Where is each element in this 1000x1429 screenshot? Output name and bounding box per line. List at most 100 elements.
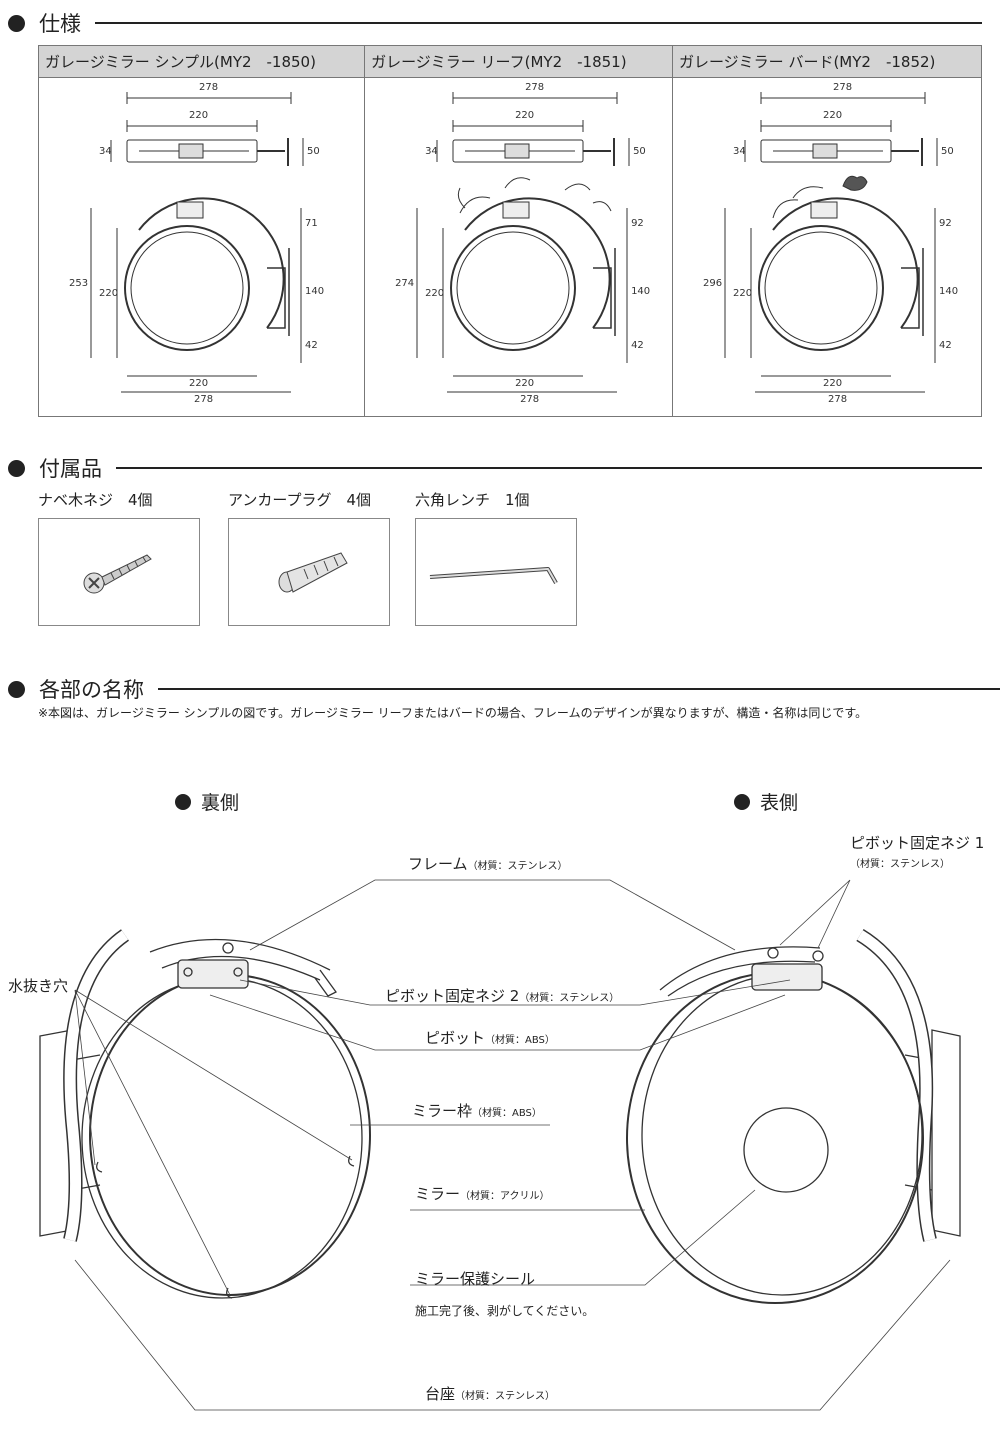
spec-col-title: ガレージミラー リーフ(MY2 -1851) xyxy=(364,45,673,78)
bullet-icon xyxy=(8,459,25,477)
label-text: 台座 xyxy=(425,1385,456,1403)
dimension-label: 220 xyxy=(189,110,209,121)
label-frame: フレーム（材質：ステンレス） xyxy=(408,853,568,874)
label-text: ピボット xyxy=(425,1029,486,1047)
material-text: （材質：ステンレス） xyxy=(519,993,620,1004)
dimension-label: 253 xyxy=(69,278,89,289)
dimension-label: 278 xyxy=(199,82,219,93)
dimension-label: 50 xyxy=(940,146,954,157)
accessory-screw xyxy=(38,518,200,626)
dimension-label: 220 xyxy=(189,378,209,389)
screw-icon xyxy=(83,554,152,594)
divider xyxy=(158,688,1000,690)
section-title: 付属品 xyxy=(39,457,102,481)
section-title: 仕様 xyxy=(39,12,81,36)
spec-col-title: ガレージミラー バード(MY2 -1852) xyxy=(671,45,983,78)
dimension-label: 71 xyxy=(305,218,318,229)
dimension-label: 42 xyxy=(631,340,644,351)
bullet-icon xyxy=(8,14,25,32)
section-spec-header: 仕様 xyxy=(8,8,982,38)
label-text: ミラー xyxy=(415,1185,461,1203)
dimension-label: 220 xyxy=(515,110,535,121)
dimension-label: 50 xyxy=(633,146,646,157)
dimension-label: 220 xyxy=(515,378,535,389)
dimension-label: 278 xyxy=(520,394,540,405)
label-text: フレーム xyxy=(408,855,468,873)
dimension-label: 278 xyxy=(525,82,545,93)
dimension-label: 220 xyxy=(822,110,843,121)
section-accessories-header: 付属品 xyxy=(8,453,982,483)
front-base-plate xyxy=(931,1029,961,1237)
mirror-protection-seal xyxy=(743,1107,829,1193)
spec-drawing: 278 220 34 50 253 220 71 140 42 220 278 xyxy=(39,78,364,416)
accessory-label: アンカープラグ 4個 xyxy=(228,491,372,509)
heading-text: 表側 xyxy=(760,792,799,814)
dimension-label: 34 xyxy=(99,146,112,157)
label-pivot: ピボット（材質：ABS） xyxy=(425,1027,555,1048)
dimension-label: 296 xyxy=(702,278,723,289)
front-side-heading: 表側 xyxy=(734,788,798,815)
dimension-label: 220 xyxy=(99,288,119,299)
dimension-label: 278 xyxy=(194,394,214,405)
label-text: ピボット固定ネジ 2 xyxy=(385,987,520,1005)
accessory-hex-wrench xyxy=(415,518,577,626)
dimension-label: 274 xyxy=(395,278,415,289)
back-side-heading: 裏側 xyxy=(175,788,239,815)
pivot-screw-icon xyxy=(812,950,824,962)
dimension-label: 34 xyxy=(425,146,438,157)
label-mirror-frame: ミラー枠（材質：ABS） xyxy=(412,1100,542,1121)
dimension-label: 34 xyxy=(732,146,746,157)
parts-note: ※本図は、ガレージミラー シンプルの図です。ガレージミラー リーフまたはバードの… xyxy=(38,706,868,720)
label-base: 台座（材質：ステンレス） xyxy=(425,1383,555,1404)
front-frame-top xyxy=(659,946,821,997)
bullet-icon xyxy=(734,793,750,810)
material-text: （材質：ステンレス） xyxy=(850,859,950,870)
pivot-screw-icon xyxy=(767,947,779,959)
anchor-plug-icon xyxy=(278,552,348,593)
bullet-icon xyxy=(175,793,191,810)
dimension-label: 50 xyxy=(307,146,320,157)
label-mirror: ミラー（材質：アクリル） xyxy=(415,1183,550,1204)
label-drain-hole: 水抜き穴 xyxy=(8,977,69,995)
dimension-label: 278 xyxy=(827,394,848,405)
dimension-label: 42 xyxy=(938,340,952,351)
dimension-label: 140 xyxy=(938,286,959,297)
label-seal: ミラー保護シール xyxy=(415,1270,536,1288)
label-text: ピボット固定ネジ 1 xyxy=(850,834,985,852)
accessory-label: 六角レンチ 1個 xyxy=(415,491,530,509)
divider xyxy=(95,22,982,24)
dimension-label: 220 xyxy=(822,378,843,389)
divider xyxy=(116,467,982,469)
leader-lines xyxy=(74,879,951,1411)
accessory-anchor-plug xyxy=(228,518,390,626)
label-pivot-screw-1: ピボット固定ネジ 1 （材質：ステンレス） xyxy=(850,832,984,871)
label-seal-note: 施工完了後、剥がしてください。 xyxy=(415,1304,595,1318)
back-pivot xyxy=(177,959,249,989)
spec-table: ガレージミラー シンプル(MY2 -1850) ガレージミラー リーフ(MY2 … xyxy=(37,45,983,417)
material-text: （材質：ステンレス） xyxy=(455,1391,556,1402)
parts-diagram xyxy=(39,879,961,1411)
material-text: （材質：アクリル） xyxy=(460,1191,550,1202)
front-mirror-frame xyxy=(626,972,924,1304)
label-pivot-screw-2: ピボット固定ネジ 2（材質：ステンレス） xyxy=(385,985,619,1006)
mirror-dimension-drawing xyxy=(416,92,630,393)
drain-hole-icon xyxy=(96,1155,355,1299)
material-text: （材質：ABS） xyxy=(485,1035,555,1046)
material-text: （材質：ステンレス） xyxy=(467,861,568,872)
mirror-dimension-drawing xyxy=(90,92,304,393)
accessory-label: ナベ木ネジ 4個 xyxy=(38,491,153,509)
mirror-dimension-drawing xyxy=(724,92,938,393)
heading-text: 裏側 xyxy=(201,792,240,814)
dimension-label: 92 xyxy=(938,218,952,229)
dimension-label: 278 xyxy=(832,82,853,93)
material-text: （材質：ABS） xyxy=(472,1108,542,1119)
front-pivot xyxy=(751,963,823,991)
dimension-label: 140 xyxy=(305,286,325,297)
dimension-label: 42 xyxy=(305,340,318,351)
spec-col-title: ガレージミラー シンプル(MY2 -1850) xyxy=(37,45,366,78)
back-mirror-frame xyxy=(89,974,371,1296)
section-title: 各部の名称 xyxy=(39,678,144,702)
